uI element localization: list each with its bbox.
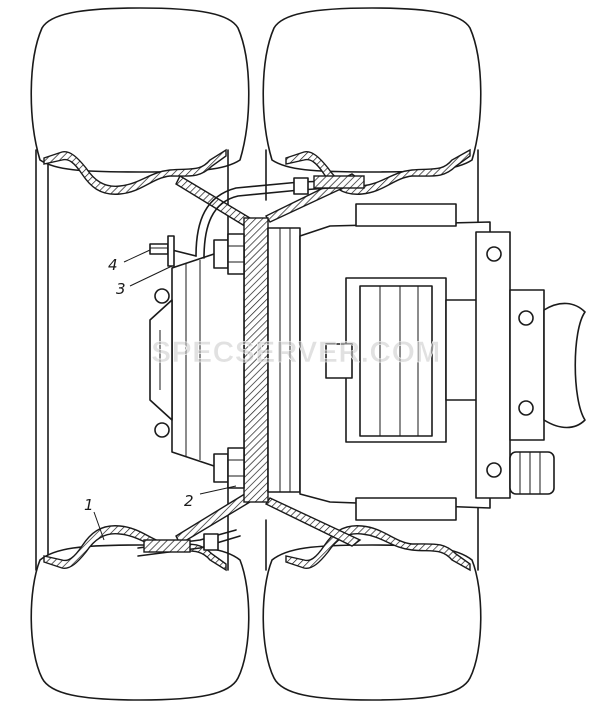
wheel-nuts — [213, 233, 245, 489]
watermark: SPECSERVER.COM — [151, 336, 441, 369]
tire-top-left — [30, 7, 250, 561]
callout-1: 1 — [84, 496, 94, 514]
tire-bottom-left — [30, 544, 250, 701]
brake-caliper — [299, 203, 586, 521]
leader-lines — [93, 249, 237, 541]
air-hose-bottom — [137, 529, 241, 557]
wheel-hub — [149, 243, 245, 477]
callout-4: 4 — [108, 256, 118, 274]
tire-bottom-right — [262, 544, 482, 701]
caliper-bellows — [509, 451, 555, 495]
tire-top-right — [262, 7, 482, 173]
air-hose-top — [195, 175, 365, 259]
callout-2: 2 — [184, 492, 194, 510]
wheel-disc — [175, 173, 362, 547]
callout-3: 3 — [116, 280, 126, 298]
